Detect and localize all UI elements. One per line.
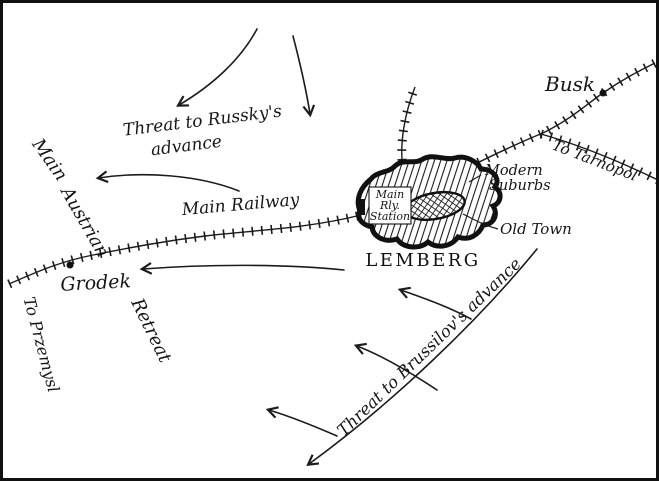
brussilov-threat-label: Threat to Brussilov's advance bbox=[334, 254, 525, 440]
modern-suburbs-label-line1: Modern bbox=[484, 163, 543, 179]
station-label-line1: Main bbox=[375, 188, 404, 201]
lemberg-city-area: Main Rly. Station bbox=[355, 154, 503, 250]
to-tarnopol-label: To Tarnopol bbox=[550, 136, 640, 185]
railway-tarnopol bbox=[539, 129, 656, 185]
station-box bbox=[368, 186, 412, 225]
station-label-line2: Rly. bbox=[379, 199, 400, 212]
station-label-line3: Station bbox=[370, 210, 410, 223]
brussilov-threat-arrow-2 bbox=[353, 342, 438, 391]
main-railway-label: Main Railway bbox=[180, 190, 301, 220]
retreat-arrow-lower bbox=[139, 262, 345, 275]
retreat-label-austrian: Austrian bbox=[55, 182, 113, 262]
russky-threat-arrow-1 bbox=[176, 28, 258, 107]
modern-suburbs-leader bbox=[468, 174, 482, 183]
brussilov-front-line bbox=[306, 248, 538, 467]
brussilov-threat-arrow-3 bbox=[265, 406, 338, 437]
grodek-label: Grodek bbox=[60, 270, 132, 296]
old-town-label: Old Town bbox=[500, 220, 572, 238]
railway-busk bbox=[458, 58, 656, 176]
railway-main-west bbox=[7, 210, 363, 289]
retreat-label-retreat: Retreat bbox=[126, 294, 176, 367]
map-canvas: Main Rly. Station Threat to Russky's adv… bbox=[7, 28, 656, 467]
old-town-leader bbox=[462, 213, 499, 230]
busk-dot bbox=[599, 89, 607, 97]
lemberg-label: LEMBERG bbox=[365, 250, 480, 271]
retreat-arrow-upper bbox=[95, 170, 240, 192]
modern-suburbs-label-line2: Suburbs bbox=[489, 178, 551, 194]
railway-north bbox=[397, 85, 420, 171]
busk-label: Busk bbox=[544, 72, 595, 96]
russky-threat-arrow-2 bbox=[292, 35, 316, 118]
grodek-dot bbox=[66, 261, 74, 269]
retreat-label-main: Main bbox=[27, 134, 71, 185]
brussilov-threat-arrow-1 bbox=[397, 286, 472, 320]
to-przemysl-label: To Przemysl bbox=[19, 295, 63, 395]
station-symbol bbox=[357, 199, 365, 215]
